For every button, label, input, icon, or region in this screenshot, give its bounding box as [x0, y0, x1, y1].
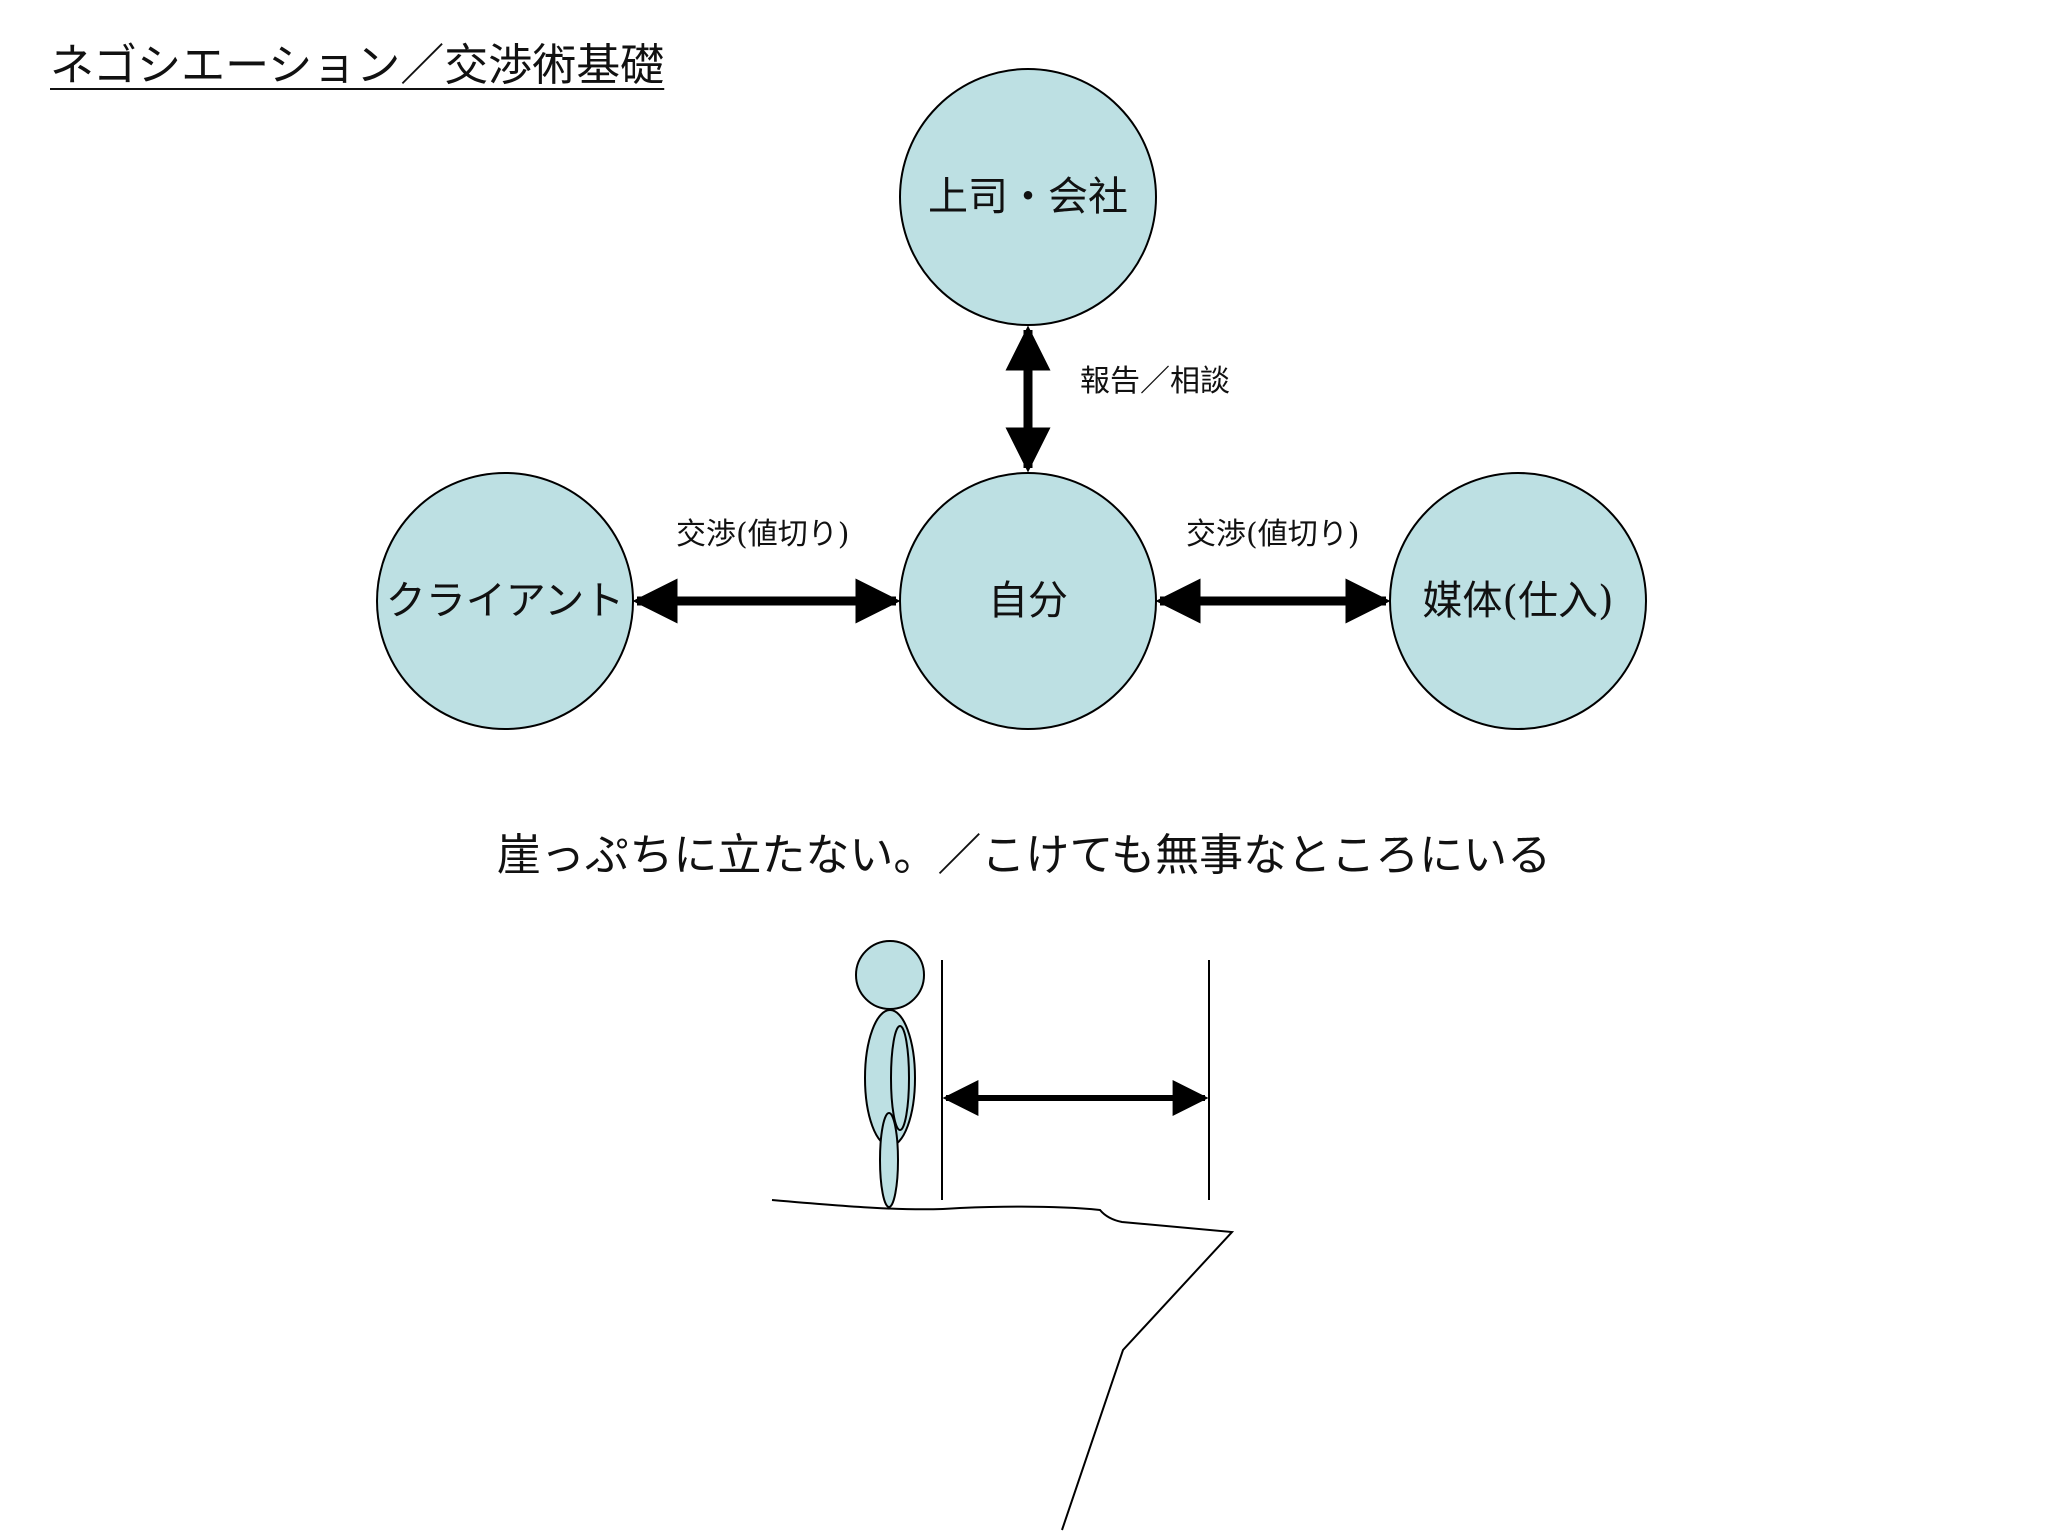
node-boss	[899, 68, 1157, 326]
node-client-label: クライアント	[385, 578, 625, 624]
cliff-outline	[771, 1199, 1235, 1531]
edge-negotiate-left-label: 交渉(値切り)	[676, 517, 850, 552]
edge-negotiate-right-label: 交渉(値切り)	[1186, 517, 1360, 552]
cliff-caption: 崖っぷちに立たない。／こけても無事なところにいる	[496, 830, 1552, 881]
node-self-label: 自分	[988, 578, 1068, 624]
person-leg	[879, 1112, 899, 1208]
node-boss-label: 上司・会社	[928, 174, 1128, 220]
person-figure	[855, 940, 925, 1208]
page-title: ネゴシエーション／交渉術基礎	[50, 40, 665, 91]
node-media-label: 媒体(仕入)	[1422, 578, 1614, 624]
person-head	[855, 940, 925, 1010]
person-arm	[890, 1025, 910, 1131]
edge-report-label: 報告／相談	[1080, 364, 1230, 399]
